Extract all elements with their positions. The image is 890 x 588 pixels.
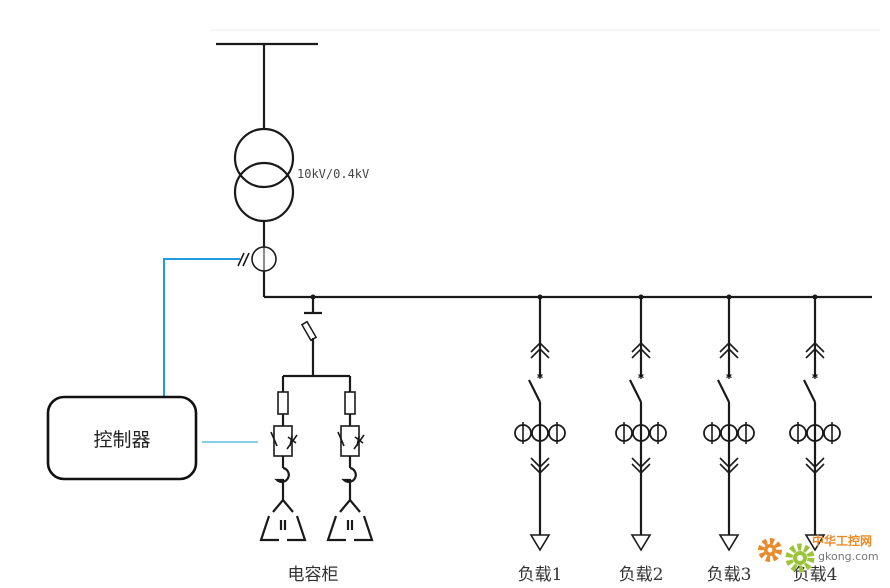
transformer-rating: 10kV/0.4kV	[297, 167, 369, 181]
breaker-mark: ✱	[812, 372, 819, 381]
incoming-busbar	[216, 42, 318, 130]
cabinet-fuse-icon	[300, 320, 318, 342]
watermark-site: gkong.com	[818, 550, 879, 563]
fuse-icon	[344, 391, 356, 415]
load-triangle-icon	[718, 534, 740, 552]
plug-out-contact-icon	[631, 457, 651, 475]
load-triangle-icon	[630, 534, 652, 552]
capacitor-cabinet	[259, 294, 374, 542]
watermark-name: 中华工控网	[812, 533, 872, 548]
load-triangle-icon	[804, 534, 826, 552]
breaker-mark: ✱	[638, 372, 645, 381]
breaker-mark: ✱	[726, 372, 733, 381]
current-transformer-symbol	[237, 246, 277, 272]
watermark-logo: 中华工控网 gkong.com	[758, 533, 879, 573]
load-feeder-2: ✱ 负载2	[615, 294, 667, 585]
load-label: 负载3	[707, 565, 752, 585]
load-feeder-3: ✱ 负载3	[703, 294, 755, 585]
load-label: 负载2	[619, 565, 664, 585]
load-feeder-1: ✱ 负载1	[514, 294, 566, 585]
breaker-switch-icon	[629, 379, 642, 403]
gear-icon-orange	[758, 538, 782, 562]
plug-out-contact-icon	[530, 457, 550, 475]
breaker-switch-icon	[717, 379, 730, 403]
breaker-switch-icon	[803, 379, 816, 403]
load-label: 负载4	[793, 565, 838, 585]
reactor-icon	[341, 466, 357, 492]
breaker-switch-icon	[528, 379, 541, 403]
plug-in-contact-icon	[805, 341, 825, 359]
load-feeder-4: ✱ 负载4	[789, 294, 841, 585]
thermal-relay-icon	[353, 434, 365, 450]
gear-icon-green	[785, 543, 815, 573]
capacitor-icon	[259, 515, 307, 542]
contactor-icon	[340, 425, 360, 457]
fuse-icon	[277, 391, 289, 415]
plug-out-contact-icon	[719, 457, 739, 475]
ct-signal-line	[163, 258, 240, 397]
breaker-mark: ✱	[537, 372, 544, 381]
capacitor-icon	[326, 515, 374, 542]
plug-in-contact-icon	[719, 341, 739, 359]
plug-in-contact-icon	[530, 341, 550, 359]
capacitor-branch	[259, 376, 307, 542]
load-label: 负载1	[518, 565, 563, 585]
contactor-icon	[273, 425, 293, 457]
capacitor-branch	[326, 376, 374, 542]
load-feeders: ✱ 负载1 ✱ 负载2 ✱ 负载3 ✱ 负载4	[514, 294, 841, 585]
load-triangle-icon	[529, 534, 551, 552]
plug-in-contact-icon	[631, 341, 651, 359]
capacitor-cabinet-label: 电容柜	[288, 565, 339, 585]
transformer-symbol	[233, 127, 295, 223]
reactor-icon	[274, 466, 290, 492]
controller-box[interactable]: 控制器	[46, 395, 198, 481]
controller-label: 控制器	[93, 429, 150, 451]
thermal-relay-icon	[286, 434, 298, 450]
plug-out-contact-icon	[805, 457, 825, 475]
